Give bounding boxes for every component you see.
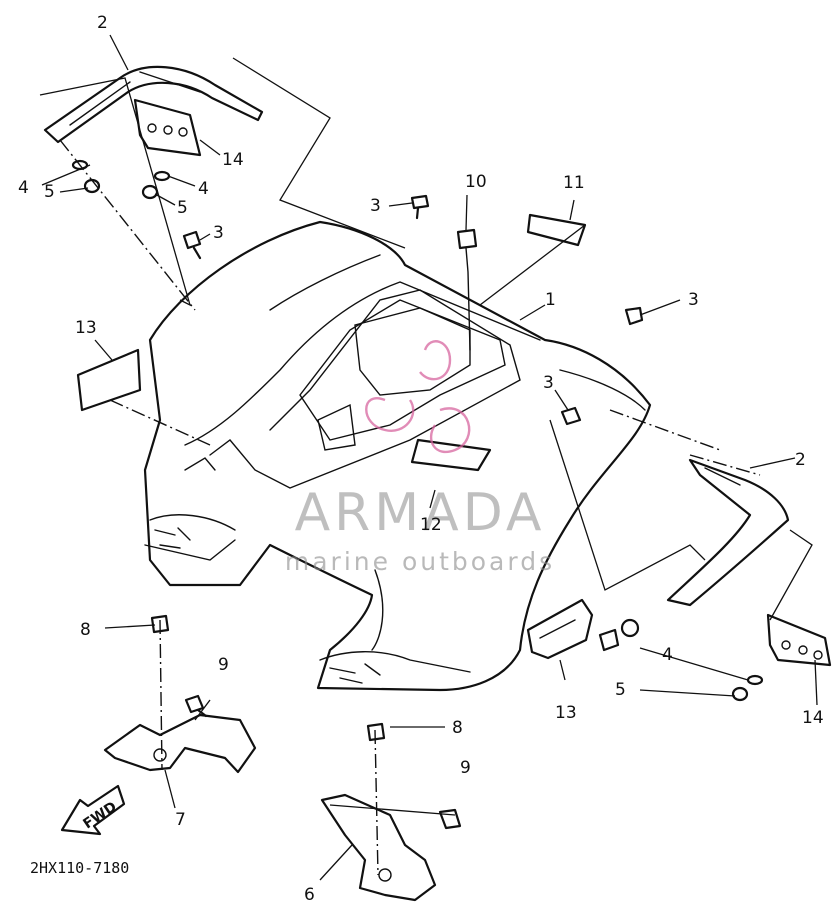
callout-11: 11 bbox=[563, 173, 585, 193]
reflector-left bbox=[76, 348, 142, 412]
watermark: ARMADA marine outboards bbox=[285, 340, 555, 576]
callout-5-right: 5 bbox=[615, 680, 626, 700]
watermark-brand: ARMADA bbox=[295, 483, 546, 543]
callout-4-right: 4 bbox=[662, 645, 673, 665]
fwd-arrow: FWD bbox=[60, 784, 126, 836]
callout-3-right: 3 bbox=[688, 290, 699, 310]
callout-4-left: 4 bbox=[18, 178, 29, 198]
callout-4-mid: 4 bbox=[198, 179, 209, 199]
callout-5-mid: 5 bbox=[177, 198, 188, 218]
watermark-logo bbox=[365, 340, 471, 454]
reflector-right bbox=[526, 598, 594, 660]
callout-9-center: 9 bbox=[460, 758, 471, 778]
front-fender bbox=[143, 220, 652, 692]
callout-2-top: 2 bbox=[97, 13, 108, 33]
mud-flap-stay-right bbox=[666, 458, 790, 607]
callout-3-left: 3 bbox=[213, 223, 224, 243]
callout-13-right: 13 bbox=[555, 703, 577, 723]
callout-6: 6 bbox=[304, 885, 315, 905]
callout-12: 12 bbox=[420, 515, 442, 535]
label-11 bbox=[526, 213, 587, 247]
callout-5-left: 5 bbox=[44, 182, 55, 202]
stay-7 bbox=[103, 713, 257, 774]
label-12 bbox=[410, 438, 492, 472]
callout-1: 1 bbox=[545, 290, 556, 310]
callout-10: 10 bbox=[465, 172, 487, 192]
callout-3-top: 3 bbox=[370, 196, 381, 216]
callout-2-right: 2 bbox=[795, 450, 806, 470]
leader-lines bbox=[39, 34, 818, 881]
callouts: 2 14 4 5 4 5 3 3 10 11 1 3 3 13 2 12 8 9… bbox=[18, 13, 824, 905]
callout-14-top: 14 bbox=[222, 150, 244, 170]
watermark-tagline: marine outboards bbox=[285, 547, 555, 576]
callout-8-left: 8 bbox=[80, 620, 91, 640]
stay-6 bbox=[320, 793, 437, 902]
callout-9-left: 9 bbox=[218, 655, 229, 675]
callout-3-center: 3 bbox=[543, 373, 554, 393]
drawing-code: 2HX110-7180 bbox=[30, 859, 129, 877]
callout-13-left: 13 bbox=[75, 318, 97, 338]
hardware bbox=[71, 159, 764, 830]
callout-14-right: 14 bbox=[802, 708, 824, 728]
mud-flap-stay-left bbox=[43, 65, 264, 144]
plate-right bbox=[766, 613, 832, 667]
callout-7: 7 bbox=[175, 810, 186, 830]
callout-8-center: 8 bbox=[452, 718, 463, 738]
